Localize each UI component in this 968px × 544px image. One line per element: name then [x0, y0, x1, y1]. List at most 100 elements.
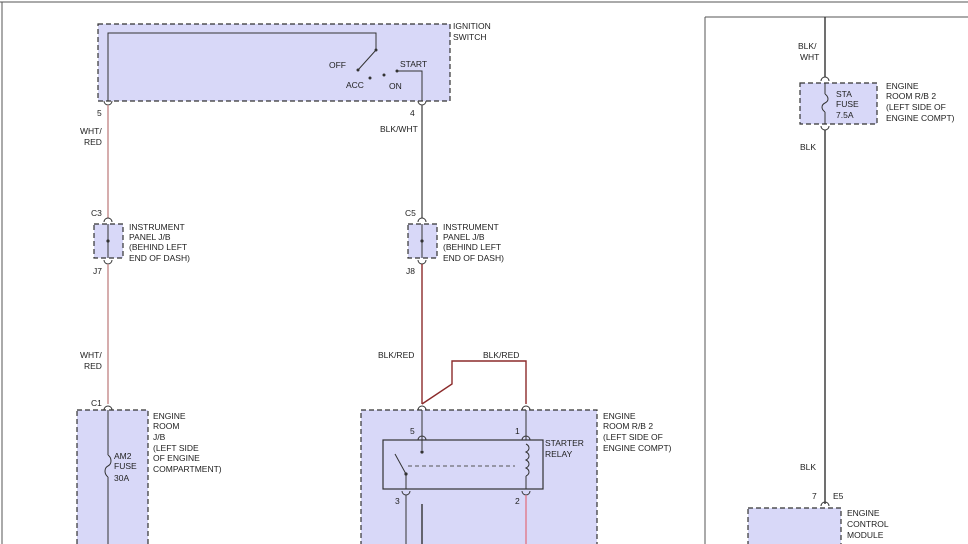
sta-fuse-rb-label-l4: ENGINE COMPT) — [886, 113, 955, 123]
ignition-off-terminal — [356, 68, 360, 72]
engine-room-jb-label-l6: COMPARTMENT) — [153, 464, 222, 474]
ecm-pin-label: 7 — [812, 491, 817, 501]
relay-pin3-label: 3 — [395, 496, 400, 506]
jb-center-conn-bottom: J8 — [406, 266, 415, 276]
engine-room-jb-connector — [103, 405, 113, 411]
rb2-label-l3: (LEFT SIDE OF — [603, 432, 663, 442]
sta-fuse-box — [799, 82, 878, 125]
relay-pin1-label: 1 — [515, 426, 520, 436]
wire-left-lower-label-l2: RED — [84, 361, 102, 371]
jb-left-conn-bottom: J7 — [93, 266, 102, 276]
jb-center-label-l3: (BEHIND LEFT — [443, 242, 501, 252]
jb-left-top-connector — [103, 217, 113, 223]
am2-fuse-label-l3: 30A — [114, 473, 129, 483]
jb-center-label-l1: INSTRUMENT — [443, 222, 499, 232]
sta-fuse-label-l1: STA — [836, 89, 852, 99]
wire-left-upper-label-l2: RED — [84, 137, 102, 147]
engine-room-jb-conn: C1 — [91, 398, 102, 408]
ignition-switch-title-line2: SWITCH — [453, 32, 487, 42]
jb-left-label-l1: INSTRUMENT — [129, 222, 185, 232]
relay-pin1-connector — [521, 435, 531, 441]
jb-center-label-l4: END OF DASH) — [443, 253, 504, 263]
wire-left-upper-label-l1: WHT/ — [80, 126, 102, 136]
rb2-label-l4: ENGINE COMPT) — [603, 443, 672, 453]
ignition-start-wire — [397, 70, 423, 101]
sta-fuse-rb-label-l3: (LEFT SIDE OF — [886, 102, 946, 112]
sta-fuse-top-connector — [820, 76, 830, 82]
wire-right-mid-label: BLK — [800, 142, 816, 152]
ecm-conn-label: E5 — [833, 491, 844, 501]
am2-fuse-icon — [104, 454, 112, 478]
rb2-pin1-top-connector — [521, 405, 531, 411]
relay-pin2-label: 2 — [515, 496, 520, 506]
starter-relay-label-l2: RELAY — [545, 449, 573, 459]
ignition-switch: OFF ACC ON START IGNITION SWITCH 5 4 — [97, 21, 491, 118]
jb-center-bottom-connector — [417, 259, 427, 265]
ignition-pin4-label: 4 — [410, 108, 415, 118]
wire-right-low-label: BLK — [800, 462, 816, 472]
sta-fuse-rb-label-l2: ROOM R/B 2 — [886, 91, 936, 101]
engine-room-rb2-starter: 5 1 STARTER RELAY 3 2 ENGINE ROOM R/B 2 … — [360, 405, 672, 544]
engine-room-jb-label-l3: J/B — [153, 432, 166, 442]
ecm-label-l1: ENGINE — [847, 508, 880, 518]
jb-left-label-l4: END OF DASH) — [129, 253, 190, 263]
starter-relay-box — [382, 439, 544, 490]
jb-left-junction — [106, 239, 110, 243]
wire-right-top-label-l2: WHT — [800, 52, 819, 62]
ignition-on-label: ON — [389, 81, 402, 91]
wire-right-top-label-l1: BLK/ — [798, 41, 817, 51]
ignition-switch-title-line1: IGNITION — [453, 21, 491, 31]
jb-left-conn-top: C3 — [91, 208, 102, 218]
sta-fuse-label-l2: FUSE — [836, 99, 859, 109]
ignition-switch-box — [97, 23, 451, 102]
am2-fuse-label-l1: AM2 — [114, 451, 132, 461]
engine-room-jb-box — [76, 409, 149, 544]
ecm-connector — [820, 501, 830, 507]
sta-fuse-icon — [821, 93, 829, 113]
relay-contact-fixed — [420, 450, 424, 454]
relay-pin5-label: 5 — [410, 426, 415, 436]
relay-contact-arm — [394, 453, 407, 475]
ecm-label-l2: CONTROL — [847, 519, 889, 529]
relay-coil-icon — [524, 443, 530, 477]
ignition-start-label: START — [400, 59, 427, 69]
rb2-label-l1: ENGINE — [603, 411, 636, 421]
am2-fuse-label-l2: FUSE — [114, 461, 137, 471]
instrument-panel-jb-center: C5 J8 INSTRUMENT PANEL J/B (BEHIND LEFT … — [405, 208, 504, 276]
sta-fuse-rb-label-l1: ENGINE — [886, 81, 919, 91]
jb-center-top-connector — [417, 217, 427, 223]
relay-pin5-connector — [417, 435, 427, 441]
engine-room-jb-label-l1: ENGINE — [153, 411, 186, 421]
rb2-label-l2: ROOM R/B 2 — [603, 421, 653, 431]
wire-center-branch-label: BLK/RED — [483, 350, 519, 360]
wire-left-lower-label-l1: WHT/ — [80, 350, 102, 360]
ignition-switch-internal-wire — [107, 32, 377, 101]
ecm-label-l3: MODULE — [847, 530, 884, 540]
ignition-switch-pivot — [374, 48, 378, 52]
sta-fuse-label-l3: 7.5A — [836, 110, 854, 120]
ignition-on-terminal — [382, 73, 386, 77]
ignition-pin5-label: 5 — [97, 108, 102, 118]
starter-relay-label-l1: STARTER — [545, 438, 584, 448]
engine-control-module: 7 E5 ENGINE CONTROL MODULE — [747, 491, 889, 544]
engine-room-jb-label-l5: OF ENGINE — [153, 453, 200, 463]
engine-room-jb-label-l4: (LEFT SIDE — [153, 443, 199, 453]
engine-room-jb-label-l2: ROOM — [153, 421, 179, 431]
engine-room-jb: C1 AM2 FUSE 30A ENGINE ROOM J/B (LEFT SI… — [76, 398, 222, 544]
instrument-panel-jb-left: C3 J7 INSTRUMENT PANEL J/B (BEHIND LEFT … — [91, 208, 190, 276]
sta-fuse-bottom-connector — [820, 125, 830, 131]
jb-center-conn-top: C5 — [405, 208, 416, 218]
jb-center-label-l2: PANEL J/B — [443, 232, 485, 242]
jb-left-label-l3: (BEHIND LEFT — [129, 242, 187, 252]
jb-left-label-l2: PANEL J/B — [129, 232, 171, 242]
ignition-acc-label: ACC — [346, 80, 364, 90]
wire-center-lower-label: BLK/RED — [378, 350, 414, 360]
jb-left-bottom-connector — [103, 259, 113, 265]
ignition-off-label: OFF — [329, 60, 346, 70]
ecm-box — [747, 507, 842, 544]
ignition-switch-contact-arm — [357, 49, 377, 71]
jb-center-junction — [420, 239, 424, 243]
wire-blk-red-branch — [421, 360, 527, 405]
